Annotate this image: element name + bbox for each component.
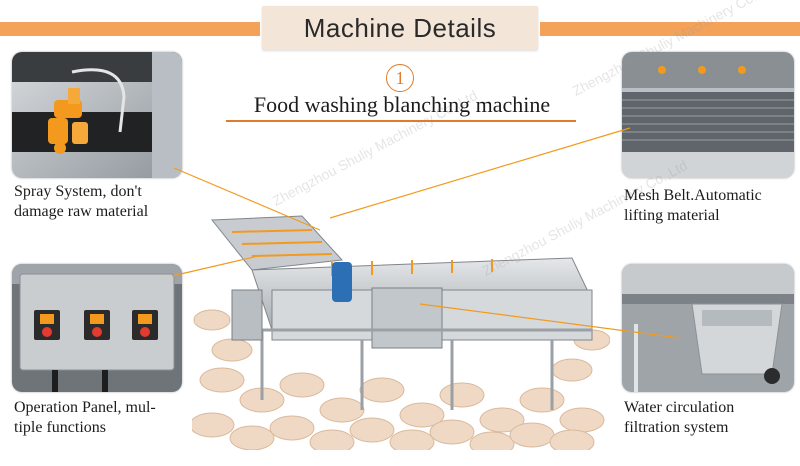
header-banner: Machine Details: [262, 6, 538, 50]
machine-name: Food washing blanching machine: [253, 92, 551, 117]
water-circulation-caption: Water circulation filtration system: [624, 399, 735, 436]
water-circulation-photo: [622, 264, 794, 392]
machine-number-badge: 1: [386, 64, 414, 92]
operation-panel-caption: Operation Panel, mul- tiple functions: [14, 399, 156, 436]
mesh-belt-photo: [622, 52, 794, 178]
spray-system-caption: Spray System, don't damage raw material: [14, 183, 149, 220]
header-stripe-right: [540, 22, 800, 36]
page-title: Machine Details: [303, 12, 497, 43]
operation-panel-photo: [12, 264, 182, 392]
spray-system-photo: [12, 52, 182, 178]
machine-photo: [189, 180, 611, 457]
mesh-belt-caption: Mesh Belt.Automatic lifting material: [624, 187, 762, 224]
subtitle-underline: [226, 120, 576, 122]
header-stripe-left: [0, 22, 260, 36]
